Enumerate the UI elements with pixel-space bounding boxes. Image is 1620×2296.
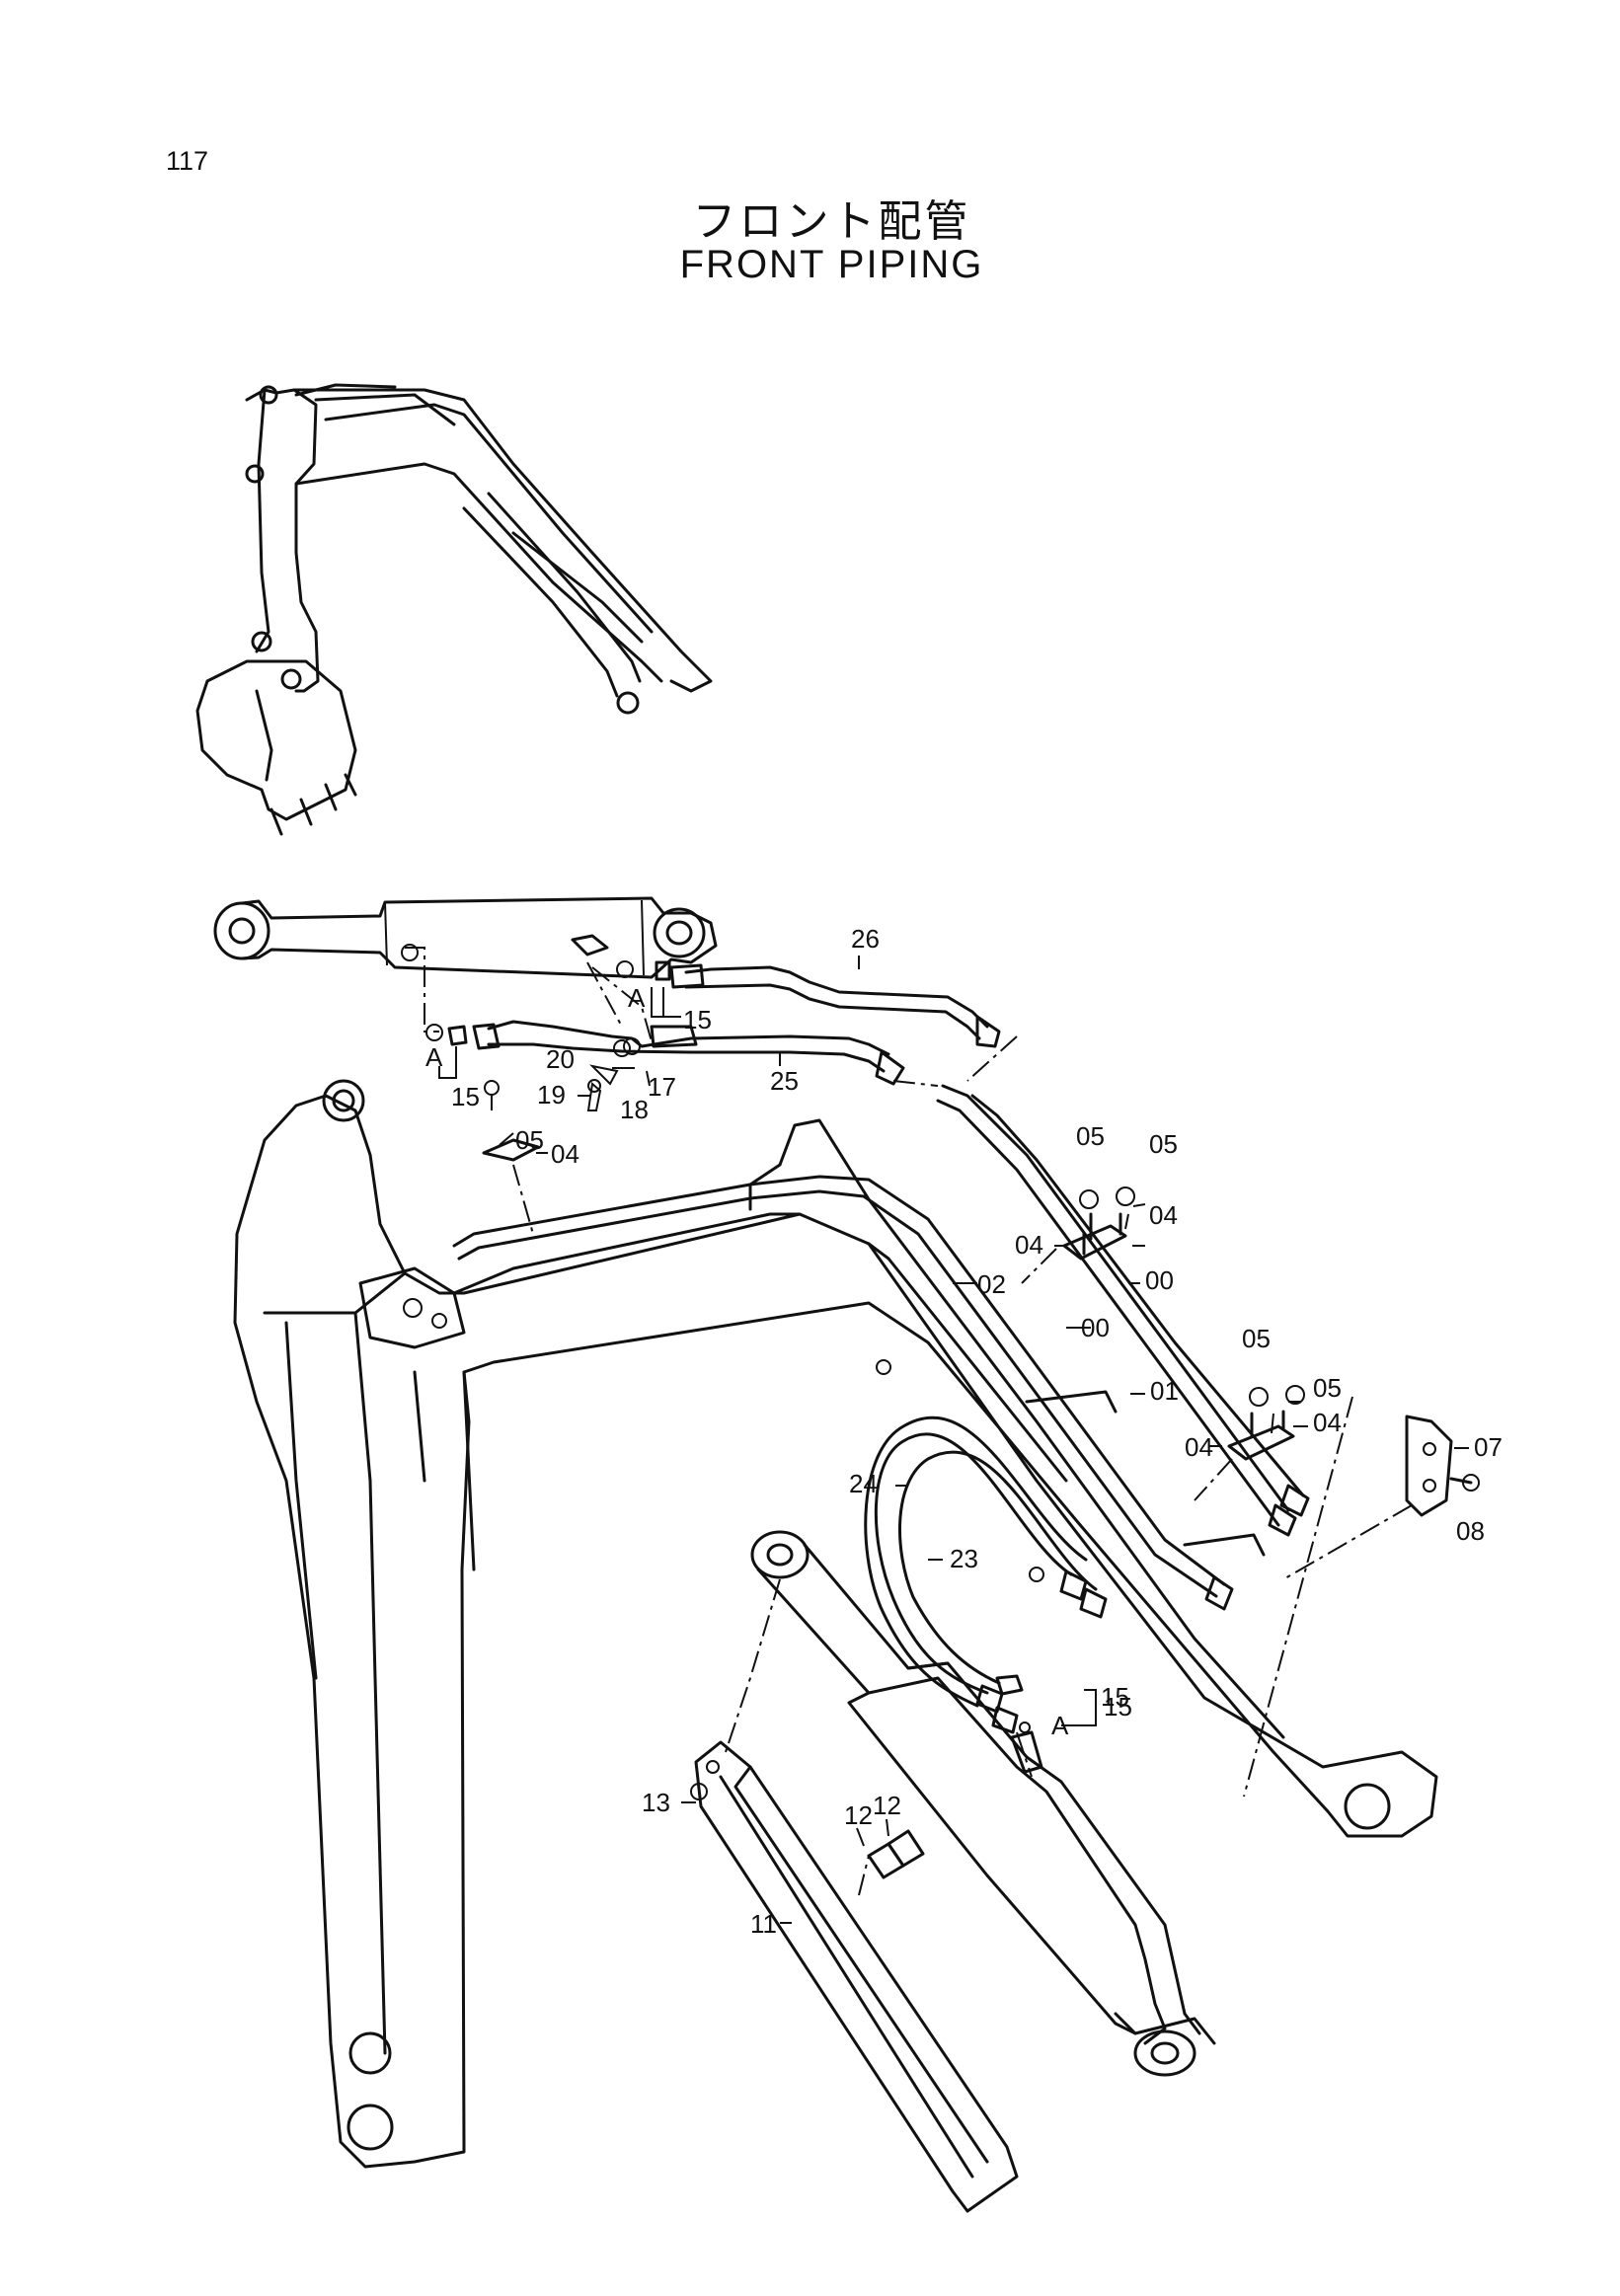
leader-lines bbox=[438, 956, 1469, 1924]
label-04: 04 bbox=[551, 1139, 579, 1169]
label-A: A bbox=[628, 983, 646, 1013]
part-labels: 26 15 A A 15 20 17 25 19 18 15 05 04 05 … bbox=[425, 924, 1503, 1939]
label-00: 00 bbox=[1081, 1313, 1110, 1342]
label-12: 12 bbox=[873, 1791, 901, 1820]
label-15: 15 bbox=[1101, 1682, 1129, 1712]
upper-cylinder-drawing bbox=[213, 896, 718, 979]
label-25: 25 bbox=[770, 1066, 799, 1096]
label-05: 05 bbox=[1313, 1373, 1342, 1403]
label-08: 08 bbox=[1456, 1516, 1485, 1546]
arm-cylinder-drawing bbox=[750, 1530, 1216, 2077]
label-04: 04 bbox=[1015, 1230, 1043, 1260]
label-01: 01 bbox=[1150, 1376, 1179, 1406]
label-13: 13 bbox=[642, 1788, 670, 1817]
label-04: 04 bbox=[1185, 1432, 1213, 1462]
page-number: 117 bbox=[166, 146, 209, 176]
boom-drawing bbox=[233, 1079, 1438, 2169]
label-18: 18 bbox=[620, 1095, 649, 1124]
boom-pipes bbox=[452, 1084, 1310, 1611]
label-05: 05 bbox=[1242, 1324, 1271, 1353]
label-24: 24 bbox=[849, 1469, 878, 1498]
label-11: 11 bbox=[750, 1909, 777, 1939]
label-04: 04 bbox=[1149, 1200, 1178, 1230]
overview-attachment-drawing bbox=[195, 383, 713, 836]
small-parts bbox=[425, 960, 1480, 1800]
label-05: 05 bbox=[1149, 1129, 1178, 1159]
assembly-guide-lines bbox=[405, 947, 1413, 1896]
title-japanese: フロント配管 bbox=[692, 197, 971, 246]
label-19: 19 bbox=[537, 1080, 566, 1110]
hose-guard-drawing bbox=[694, 1740, 1019, 2213]
label-15: 15 bbox=[683, 1005, 712, 1034]
bucket-hoses bbox=[864, 1416, 1108, 1734]
label-02: 02 bbox=[977, 1269, 1006, 1299]
label-15: 15 bbox=[1104, 1692, 1132, 1722]
label-26: 26 bbox=[851, 924, 880, 954]
label-07: 07 bbox=[1474, 1432, 1503, 1462]
label-12: 12 bbox=[844, 1800, 873, 1830]
label-04: 04 bbox=[1313, 1408, 1342, 1437]
label-05: 05 bbox=[1076, 1121, 1105, 1151]
hose-assemblies bbox=[447, 960, 1001, 1111]
label-A: A bbox=[425, 1042, 443, 1072]
label-00: 00 bbox=[1145, 1265, 1174, 1295]
title-english: FRONT PIPING bbox=[679, 243, 984, 286]
label-17: 17 bbox=[648, 1072, 676, 1102]
label-20: 20 bbox=[546, 1044, 575, 1074]
label-05: 05 bbox=[515, 1125, 544, 1155]
label-23: 23 bbox=[950, 1544, 978, 1573]
label-15: 15 bbox=[451, 1082, 480, 1111]
label-A: A bbox=[1051, 1711, 1069, 1740]
